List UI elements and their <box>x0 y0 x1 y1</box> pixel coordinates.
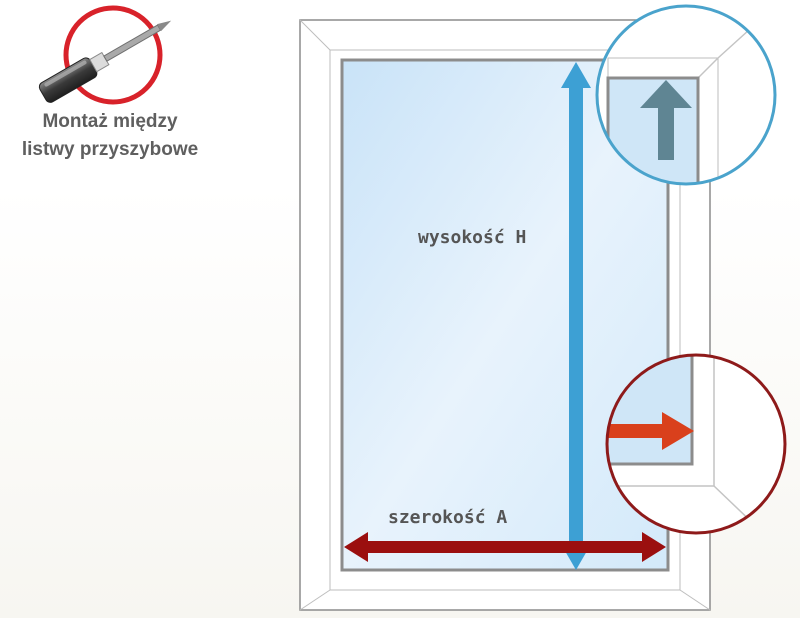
width-arrow <box>344 532 666 562</box>
arrow-up-icon-head <box>640 80 692 108</box>
arrow-up-icon <box>658 104 674 160</box>
zoom-bottom-ring <box>605 353 787 535</box>
zoom-detail-top <box>595 4 777 186</box>
window-frame <box>299 19 711 611</box>
width-label: szerokość A <box>388 507 507 528</box>
arrow-right-icon <box>607 424 664 438</box>
page-title: Montaż między listwy przyszybowe <box>20 108 200 164</box>
height-label: wysokość H <box>418 227 526 248</box>
arrow-right-icon-head <box>662 412 694 450</box>
zoom-top-ring <box>595 4 777 186</box>
title-line-1: Montaż między <box>42 111 178 132</box>
title-line-2: listwy przyszybowe <box>21 139 199 160</box>
screwdriver-icon <box>38 5 172 105</box>
zoom-detail-bottom <box>605 353 787 535</box>
